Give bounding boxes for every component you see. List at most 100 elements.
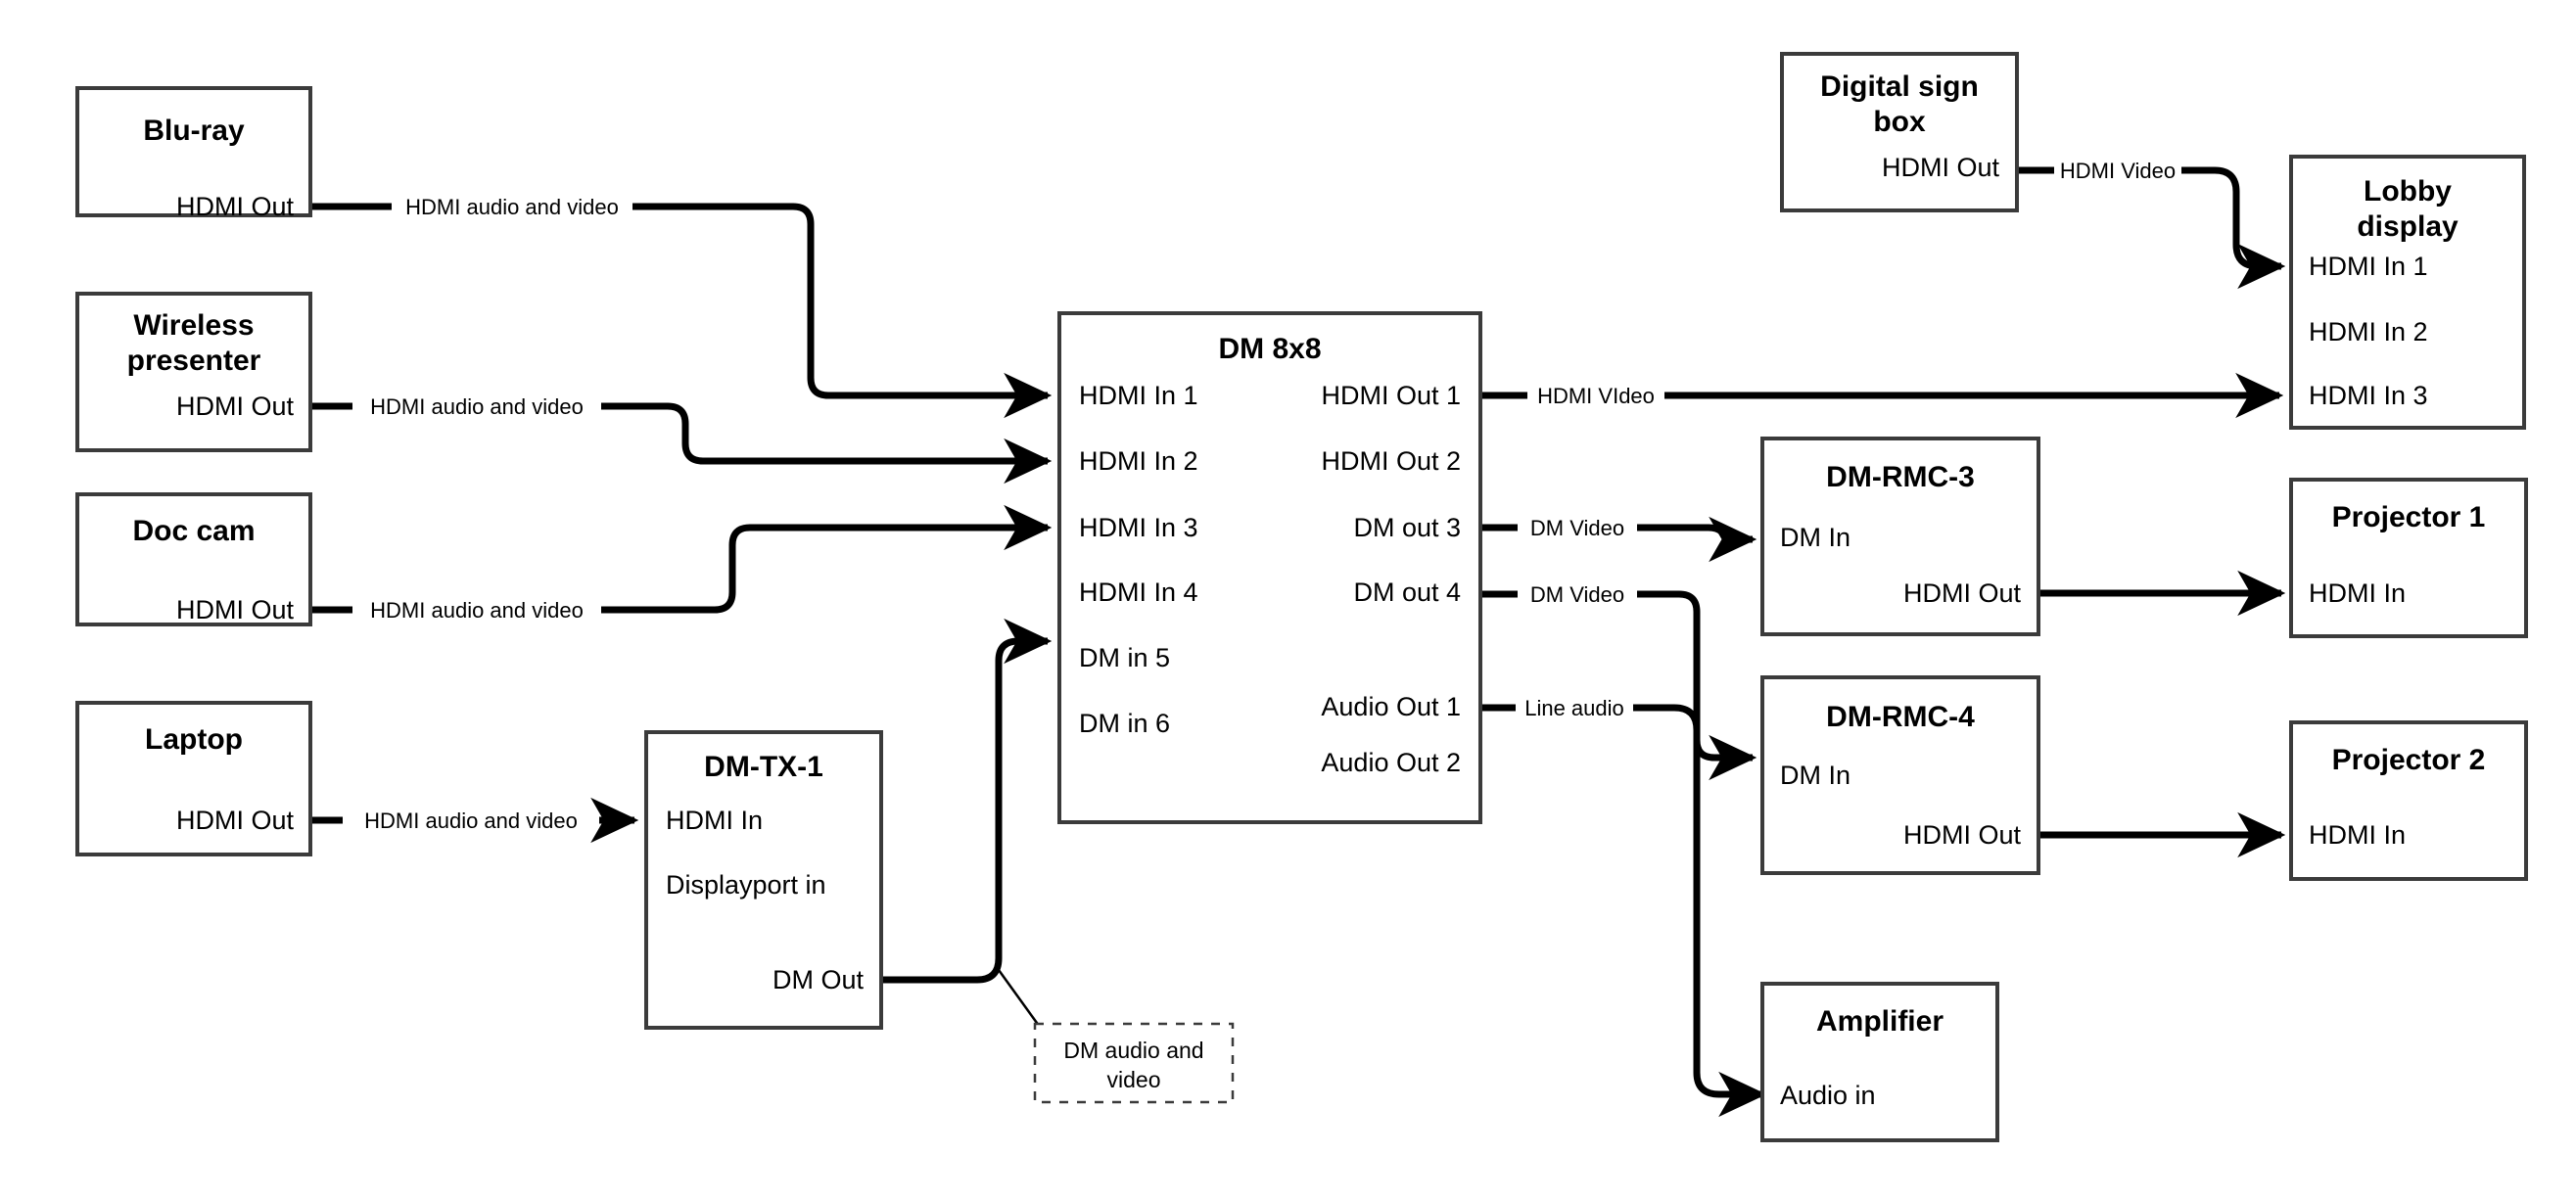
edge-line <box>1637 516 1757 563</box>
edge-line <box>1637 590 1757 781</box>
node-box <box>75 292 312 452</box>
node-projector-1[interactable]: Projector 1 HDMI In <box>2289 478 2528 638</box>
port-hdmi-in-4: HDMI In 4 <box>1079 577 1198 607</box>
port-hdmi-out-2: HDMI Out 2 <box>1321 446 1461 476</box>
edge-label: HDMI audio and video <box>364 808 578 833</box>
node-doc-cam[interactable]: Doc cam HDMI Out <box>75 492 312 626</box>
node-laptop[interactable]: Laptop HDMI Out <box>75 701 312 856</box>
edge-dm-out-3-to-dm-rmc-3: DM Video <box>1480 516 1757 563</box>
node-title-line-1: Digital sign <box>1820 70 1979 103</box>
port-hdmi-out: HDMI Out <box>1882 153 2000 182</box>
callout-dm-audio-and-video: DM audio and video <box>1033 1022 1235 1104</box>
port-dm-in: DM In <box>1780 523 1850 552</box>
node-box <box>1780 52 2019 212</box>
node-bluray[interactable]: Blu-ray HDMI Out <box>75 86 312 221</box>
node-title: Projector 2 <box>2332 744 2486 776</box>
port-hdmi-in-3: HDMI In 3 <box>1079 513 1198 542</box>
node-title: DM-RMC-4 <box>1826 701 1975 733</box>
edge-audio-out-1-to-amplifier: Line audio <box>1480 696 1767 1118</box>
edge-line <box>632 203 1053 419</box>
port-hdmi-out: HDMI Out <box>1903 820 2022 850</box>
port-dm-out-3: DM out 3 <box>1353 513 1461 542</box>
edge-line <box>601 402 1053 485</box>
node-box <box>2289 478 2528 638</box>
node-title: Amplifier <box>1816 1005 1944 1038</box>
node-box <box>75 86 312 217</box>
port-dm-in: DM In <box>1780 761 1850 790</box>
port-hdmi-out-1: HDMI Out 1 <box>1321 381 1461 410</box>
node-dm-tx-1[interactable]: DM-TX-1 HDMI In Displayport in DM Out <box>644 730 883 1030</box>
edge-dm-out-4-to-dm-rmc-4: DM Video <box>1480 582 1757 781</box>
node-box <box>1760 437 2040 636</box>
edge-label: DM Video <box>1530 582 1624 607</box>
node-box <box>75 701 312 856</box>
edge-digital-sign-to-lobby-hdmi-in-1: HDMI Video <box>2017 159 2286 290</box>
node-title: Projector 1 <box>2332 501 2486 533</box>
callout-line-2: video <box>1107 1067 1161 1092</box>
node-title: DM-RMC-3 <box>1826 461 1975 493</box>
port-hdmi-out: HDMI Out <box>1903 578 2022 608</box>
edge-bluray-to-hdmi-in-1: HDMI audio and video <box>310 195 1053 419</box>
node-box <box>2289 720 2528 881</box>
edge-line <box>1633 704 1767 1118</box>
node-dm-rmc-4[interactable]: DM-RMC-4 DM In HDMI Out <box>1760 675 2040 875</box>
port-hdmi-out: HDMI Out <box>176 595 295 624</box>
node-dm-8x8[interactable]: DM 8x8 HDMI In 1 HDMI In 2 HDMI In 3 HDM… <box>1057 311 1482 824</box>
node-title: DM-TX-1 <box>704 751 823 783</box>
port-hdmi-out: HDMI Out <box>176 392 295 421</box>
node-title-line-2: presenter <box>127 345 261 377</box>
node-title-line-2: display <box>2357 210 2459 243</box>
edge-label: HDMI Video <box>2060 159 2176 183</box>
node-amplifier[interactable]: Amplifier Audio in <box>1760 982 1999 1142</box>
port-dm-in-6: DM in 6 <box>1079 709 1170 738</box>
node-title-line-2: box <box>1873 106 1926 138</box>
port-dm-out-4: DM out 4 <box>1353 577 1461 607</box>
node-title-line-1: Lobby <box>2364 175 2452 208</box>
port-hdmi-in: HDMI In <box>2309 820 2406 850</box>
node-digital-sign-box[interactable]: Digital sign box HDMI Out <box>1780 52 2019 212</box>
port-audio-out-2: Audio Out 2 <box>1321 748 1461 777</box>
edge-line <box>2181 166 2286 290</box>
edge-label: DM Video <box>1530 516 1624 540</box>
node-title: Doc cam <box>132 515 255 547</box>
node-title-line-1: Wireless <box>133 309 254 342</box>
node-projector-2[interactable]: Projector 2 HDMI In <box>2289 720 2528 881</box>
node-box <box>1760 982 1999 1142</box>
edge-label: Line audio <box>1524 696 1624 720</box>
port-hdmi-in-2: HDMI In 2 <box>2309 317 2428 346</box>
node-box <box>1760 675 2040 875</box>
edge-label: HDMI VIdeo <box>1537 384 1655 408</box>
node-box <box>644 730 883 1030</box>
node-wireless-presenter[interactable]: Wireless presenter HDMI Out <box>75 292 312 452</box>
node-box <box>1057 311 1482 824</box>
callout-box <box>1033 1022 1235 1104</box>
port-hdmi-in-2: HDMI In 2 <box>1079 446 1198 476</box>
edge-doccam-to-hdmi-in-3: HDMI audio and video <box>310 504 1053 623</box>
edge-label: HDMI audio and video <box>405 195 619 219</box>
edge-label: HDMI audio and video <box>370 598 584 623</box>
port-hdmi-in: HDMI In <box>2309 578 2406 608</box>
node-box <box>75 492 312 626</box>
port-audio-in: Audio in <box>1780 1081 1876 1110</box>
port-hdmi-in-3: HDMI In 3 <box>2309 381 2428 410</box>
port-hdmi-in-1: HDMI In 1 <box>2309 252 2428 281</box>
edge-laptop-to-dm-tx-1: HDMI audio and video <box>310 797 639 844</box>
port-audio-out-1: Audio Out 1 <box>1321 692 1461 721</box>
edge-hdmi-out-1-to-lobby-hdmi-in-3: HDMI VIdeo <box>1480 372 2284 419</box>
port-dm-out: DM Out <box>773 965 865 994</box>
edge-wireless-to-hdmi-in-2: HDMI audio and video <box>310 394 1053 485</box>
callout-line-1: DM audio and <box>1063 1038 1203 1063</box>
port-dm-in-5: DM in 5 <box>1079 643 1170 672</box>
port-hdmi-out: HDMI Out <box>176 192 295 221</box>
port-hdmi-out: HDMI Out <box>176 806 295 835</box>
port-hdmi-in: HDMI In <box>666 806 763 835</box>
node-title: DM 8x8 <box>1218 333 1321 365</box>
node-dm-rmc-3[interactable]: DM-RMC-3 DM In HDMI Out <box>1760 437 2040 636</box>
port-hdmi-in-1: HDMI In 1 <box>1079 381 1198 410</box>
edge-label: HDMI audio and video <box>370 394 584 419</box>
edge-line <box>601 504 1053 614</box>
port-displayport-in: Displayport in <box>666 870 826 900</box>
node-lobby-display[interactable]: Lobby display HDMI In 1 HDMI In 2 HDMI I… <box>2289 155 2526 430</box>
